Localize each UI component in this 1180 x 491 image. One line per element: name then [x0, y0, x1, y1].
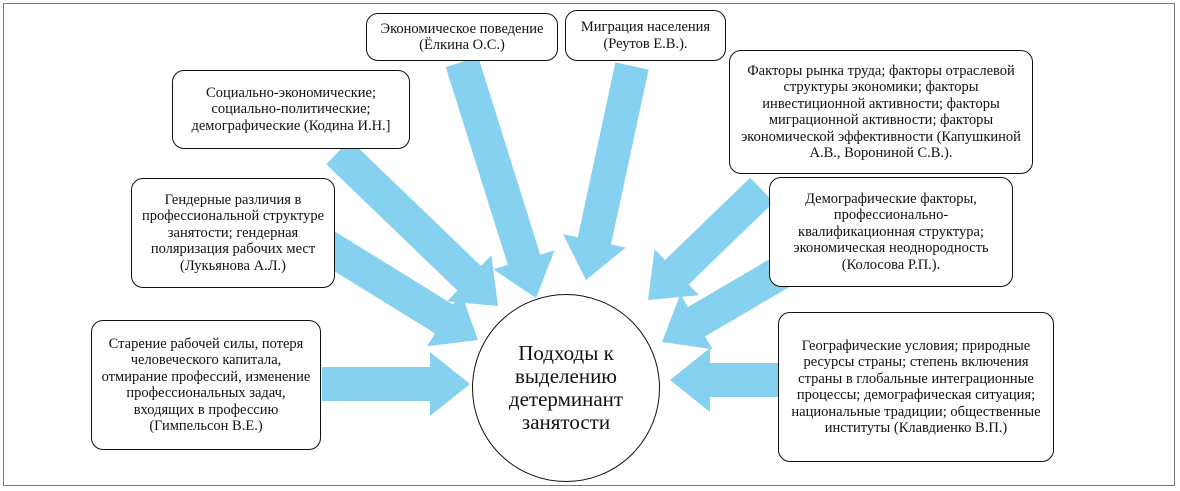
box-kolosova-text: Демографические факторы, профессионально… [793, 190, 989, 273]
arrow-from-kolosova [662, 253, 797, 350]
box-kapushkina-text: Факторы рынка труда; факторы отраслевой … [741, 62, 1021, 162]
center-label: Подходы к выделению детерминант занятост… [508, 341, 624, 434]
box-elkina-text: Экономическое поведение (Ёлкина О.С.) [380, 20, 544, 54]
box-kodina: Социально-экономические; социально-полит… [172, 70, 410, 149]
arrow-from-reutov [563, 62, 649, 281]
box-lukyanova-text: Гендерные различия в профессиональной ст… [141, 191, 325, 274]
box-klavdienko-text: Географические условия; природные ресурс… [791, 337, 1041, 437]
box-reutov-text: Миграция населения (Реутов Е.В.). [580, 19, 711, 52]
arrow-from-klavdienko [670, 348, 786, 412]
arrow-from-elkina [445, 56, 555, 299]
box-kodina-text: Социально-экономические; социально-полит… [191, 84, 391, 134]
box-reutov: Миграция населения (Реутов Е.В.). [565, 10, 726, 61]
box-klavdienko: Географические условия; природные ресурс… [778, 312, 1054, 462]
arrow-from-kodina [326, 139, 498, 306]
box-gimpelson: Старение рабочей силы, потеря человеческ… [91, 320, 321, 450]
arrow-from-gimpelson [322, 352, 470, 416]
arrow-from-lukyanova [291, 215, 478, 347]
box-kapushkina: Факторы рынка труда; факторы отраслевой … [729, 50, 1033, 174]
box-lukyanova: Гендерные различия в профессиональной ст… [131, 178, 335, 288]
box-kolosova: Демографические факторы, профессионально… [769, 177, 1013, 287]
center-circle: Подходы к выделению детерминант занятост… [472, 294, 660, 482]
arrow-from-kapushkina [648, 177, 774, 300]
box-elkina: Экономическое поведение (Ёлкина О.С.) [366, 13, 558, 61]
box-gimpelson-text: Старение рабочей силы, потеря человеческ… [101, 335, 311, 435]
